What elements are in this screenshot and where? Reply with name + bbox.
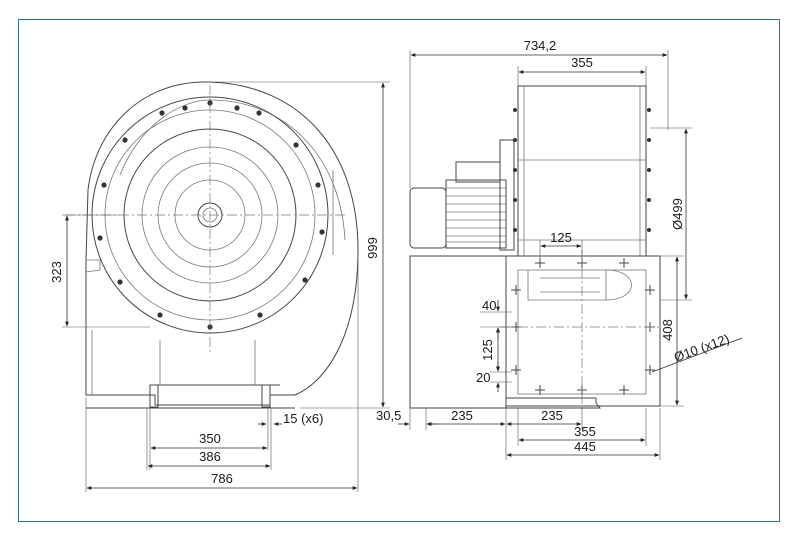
outlet-bolt-holes <box>511 258 655 395</box>
dim-235-right: 235 <box>541 408 563 423</box>
flange-bolt-holes <box>97 100 325 330</box>
terminal-box <box>455 161 501 183</box>
dim-786: 786 <box>211 471 233 486</box>
front-dimensions: 323 999 15 (x6) 350 386 786 <box>49 81 390 492</box>
dim-30-5: 30,5 <box>376 408 401 423</box>
scroll-housing <box>85 81 359 406</box>
dim-20: 20 <box>476 370 490 385</box>
dim-734-2: 734,2 <box>524 38 557 53</box>
drawing-frame <box>18 19 780 522</box>
dim-40: 40 <box>482 298 496 313</box>
side-dimensions: 734,2 355 Ø499 125 40 125 20 <box>376 38 743 460</box>
outlet-flange <box>505 255 661 407</box>
dim-15x6: 15 (x6) <box>283 411 323 426</box>
dim-125-mid: 125 <box>480 339 495 361</box>
dim-445: 445 <box>574 439 596 454</box>
motor-body <box>445 179 507 249</box>
base-frame <box>409 255 507 409</box>
dim-323: 323 <box>49 261 64 283</box>
front-view <box>65 81 359 409</box>
motor-end-cap <box>409 187 447 249</box>
dim-355-top: 355 <box>571 55 593 70</box>
dim-355-bottom: 355 <box>574 424 596 439</box>
dim-235-left: 235 <box>451 408 473 423</box>
dim-d10x12: Ø10 (x12) <box>672 331 731 365</box>
dim-125-top: 125 <box>550 230 572 245</box>
side-view <box>409 85 661 410</box>
dim-d499: Ø499 <box>670 198 685 230</box>
fan-housing <box>517 85 647 257</box>
dim-386: 386 <box>199 449 221 464</box>
dim-999: 999 <box>365 237 380 259</box>
dim-408: 408 <box>660 319 675 341</box>
dim-350: 350 <box>199 431 221 446</box>
